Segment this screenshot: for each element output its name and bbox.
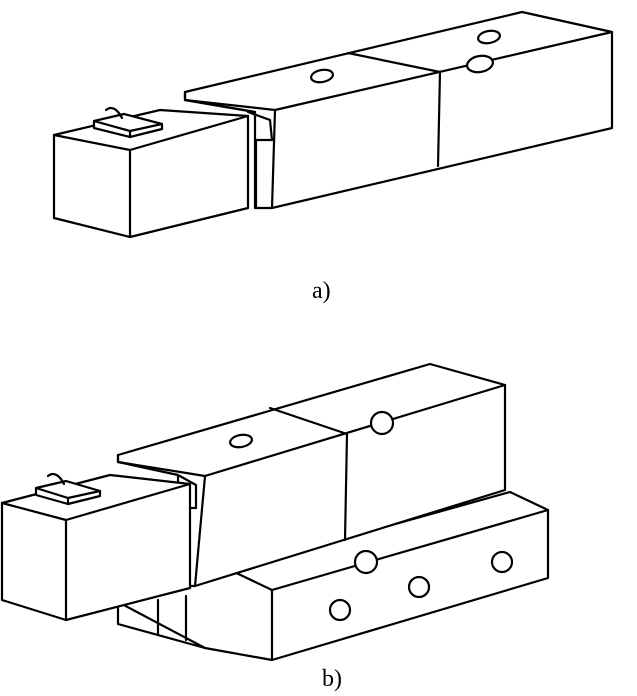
figure-b-label: b): [322, 666, 342, 692]
figure-b-base-plate: [116, 490, 550, 662]
base-plate-left-edge: [116, 600, 207, 650]
step-notch: [246, 110, 274, 210]
figure-b-front-block: [0, 472, 192, 622]
hole-top-2: [477, 29, 501, 45]
pad-plate: [92, 112, 164, 139]
hole-top-1: [229, 433, 253, 449]
main-block-front-edge: [193, 474, 207, 588]
figure-a-label: a): [312, 278, 331, 304]
hole-top-3: [466, 54, 494, 74]
joint-line-top: [268, 406, 349, 436]
figure-b-main-block: [116, 362, 507, 588]
wire-lead-icon: [104, 106, 124, 120]
figure-a-front-block: [52, 106, 250, 239]
figure-b: b): [0, 362, 550, 692]
front-block-body: [0, 473, 192, 622]
joint-line-side: [343, 432, 349, 542]
main-block-front-top-edge: [116, 383, 507, 478]
base-hole-3: [490, 550, 514, 574]
joint-line-top: [346, 51, 442, 74]
front-block-body: [52, 108, 250, 239]
base-hole-2: [407, 575, 431, 599]
base-hole-1: [328, 598, 352, 622]
hole-side-2: [353, 549, 379, 575]
hole-top-1: [310, 68, 334, 84]
joint-line-side: [436, 70, 442, 168]
wire-lead-icon: [46, 472, 66, 486]
figure-a-main-block: [183, 10, 614, 210]
main-block-front-edge: [270, 108, 277, 210]
figure-a: a): [52, 10, 614, 304]
pad-plate: [34, 479, 102, 506]
hole-side-1: [369, 410, 395, 436]
